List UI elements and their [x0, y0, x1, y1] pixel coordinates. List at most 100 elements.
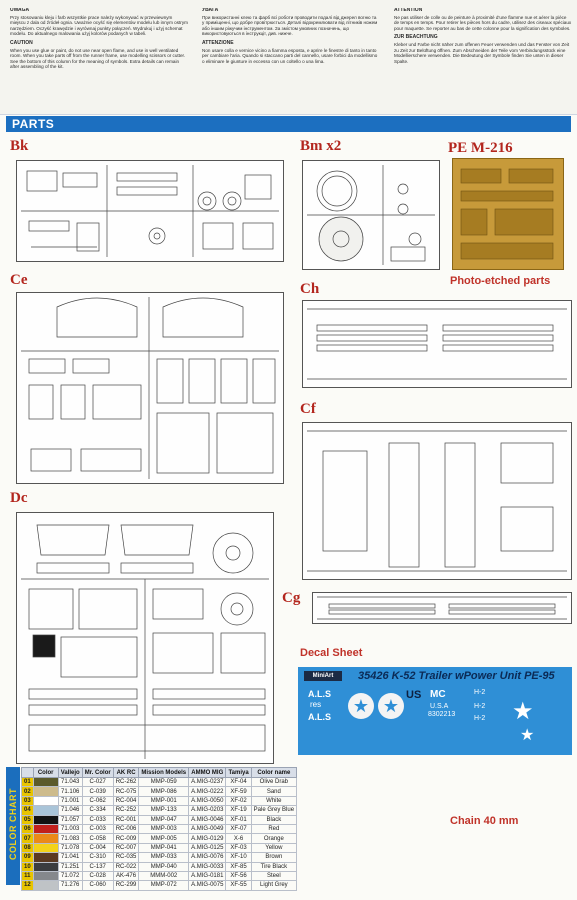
photo-etched-drawing — [460, 168, 554, 260]
column-header: AK RC — [112, 767, 140, 778]
color-swatch — [32, 814, 59, 825]
cell-ammo: A.MIG-0050 — [188, 795, 227, 807]
sprue-ch-drawing — [307, 308, 567, 380]
row-number: 04 — [21, 805, 34, 816]
cell-akrc: RC-075 — [112, 786, 140, 797]
cell-vallejo: 71.001 — [57, 795, 83, 807]
cell-ammo: A.MIG-0075 — [188, 880, 227, 891]
row-number: 02 — [21, 786, 34, 797]
cell-tamiya: XF-04 — [225, 776, 252, 788]
star-insignia: ★ — [520, 727, 535, 744]
sprue-label-pe: PE M-216 — [448, 140, 513, 156]
cell-vallejo: 71.041 — [57, 852, 83, 863]
cell-tamiya: XF-56 — [225, 870, 252, 882]
chain-label: Chain 40 mm — [450, 815, 519, 827]
cell-akrc: RC-252 — [112, 805, 140, 816]
cell-mission: MMP-040 — [138, 861, 190, 872]
cell-akrc: RC-262 — [112, 776, 140, 788]
decal-sheet: MiniArt 35426 K-52 Trailer wPower Unit P… — [298, 667, 572, 755]
cell-akrc: RC-006 — [112, 823, 140, 835]
cell-tamiya: XF-19 — [225, 805, 252, 816]
cell-vallejo: 71.083 — [57, 833, 83, 844]
sprue-ce — [16, 292, 284, 484]
cell-name: Black — [250, 814, 298, 825]
cell-ammo: A.MIG-0129 — [188, 833, 227, 844]
color-swatch — [32, 861, 59, 872]
row-number: 10 — [21, 861, 34, 872]
sprue-label-ce: Ce — [10, 272, 28, 288]
cell-tamiya: XF-02 — [225, 795, 252, 807]
column-text: When you use glue or paint, do not use n… — [10, 47, 186, 70]
color-swatch — [32, 805, 59, 816]
cell-mrcolor: C-060 — [81, 880, 114, 891]
cell-name: Red — [250, 823, 298, 835]
cell-akrc: RC-007 — [112, 842, 140, 854]
column-text: Kleber und Farbe nicht näher zum offenen… — [394, 41, 570, 64]
color-chart-table: Color Vallejo Mr. Color AK RC Mission Mo… — [21, 767, 298, 891]
color-swatch — [32, 795, 59, 807]
color-swatch — [32, 852, 59, 863]
cell-vallejo: 71.043 — [57, 776, 83, 788]
cell-mrcolor: C-062 — [81, 795, 114, 807]
decal-mark: US — [406, 689, 422, 701]
cell-mrcolor: C-027 — [81, 776, 114, 788]
cell-mrcolor: C-003 — [81, 823, 114, 835]
cell-mrcolor: C-058 — [81, 833, 114, 844]
cell-name: Sand — [250, 786, 298, 797]
cell-vallejo: 71.078 — [57, 842, 83, 854]
column-text: Ne pas utiliser de colle ou de peinture … — [394, 14, 572, 31]
sprue-bm — [302, 160, 440, 270]
parts-title: PARTS — [12, 117, 55, 131]
sprue-cf — [302, 422, 572, 580]
photo-etched-fret — [452, 158, 564, 270]
cell-mission: MMP-005 — [138, 833, 190, 844]
decal-mark: MC — [430, 689, 446, 700]
color-swatch — [32, 880, 59, 891]
cell-vallejo: 71.106 — [57, 786, 83, 797]
color-swatch — [32, 870, 59, 882]
cell-tamiya: XF-55 — [225, 880, 252, 891]
sprue-label-ch: Ch — [300, 281, 320, 297]
cell-vallejo: 71.003 — [57, 823, 83, 835]
decal-mark: res — [310, 700, 322, 709]
cell-vallejo: 71.251 — [57, 861, 83, 872]
color-chart-title: COLOR CHART — [8, 788, 18, 860]
cell-akrc: RC-035 — [112, 852, 140, 863]
cell-mission: MMP-133 — [138, 805, 190, 816]
cell-tamiya: XF-10 — [225, 852, 252, 863]
sprue-cf-drawing — [307, 430, 567, 572]
cell-akrc: RC-004 — [112, 795, 140, 807]
column-title: УВАГА — [202, 8, 219, 13]
cell-vallejo: 71.046 — [57, 805, 83, 816]
decal-mark: A.L.S — [308, 689, 332, 699]
column-header: Color name — [250, 767, 298, 778]
column-title: ZUR BEACHTUNG — [394, 34, 438, 41]
sprue-cg — [312, 592, 572, 624]
cell-mission: MMP-072 — [138, 880, 190, 891]
sprue-label-cf: Cf — [300, 401, 316, 417]
column-header — [21, 767, 34, 778]
cell-tamiya: XF-01 — [225, 814, 252, 825]
sprue-bk — [16, 160, 284, 262]
photo-etched-caption: Photo-etched parts — [450, 275, 551, 287]
decal-mark: U.S.A — [430, 703, 449, 710]
cell-akrc: RC-001 — [112, 814, 140, 825]
instructions-header: UWAGA Przy stosowaniu kleju i farb wszys… — [0, 0, 577, 115]
cell-akrc: AK-476 — [112, 870, 140, 882]
cell-mission: MMP-047 — [138, 814, 190, 825]
cell-tamiya: XF-03 — [225, 842, 252, 854]
cell-name: Orange — [250, 833, 298, 844]
sprue-ce-drawing — [21, 297, 279, 479]
cell-ammo: A.MIG-0076 — [188, 852, 227, 863]
decal-mark: 8302213 — [428, 711, 456, 718]
cell-akrc: RC-299 — [112, 880, 140, 891]
color-chart: COLOR CHART Color Vallejo Mr. Color AK R… — [6, 767, 378, 891]
cell-name: Olive Drab — [250, 776, 298, 788]
column-title: ATTENZIONE — [202, 39, 234, 46]
sprue-cg-drawing — [317, 596, 567, 620]
cell-mission: MMP-033 — [138, 852, 190, 863]
column-header: Color — [32, 767, 59, 778]
